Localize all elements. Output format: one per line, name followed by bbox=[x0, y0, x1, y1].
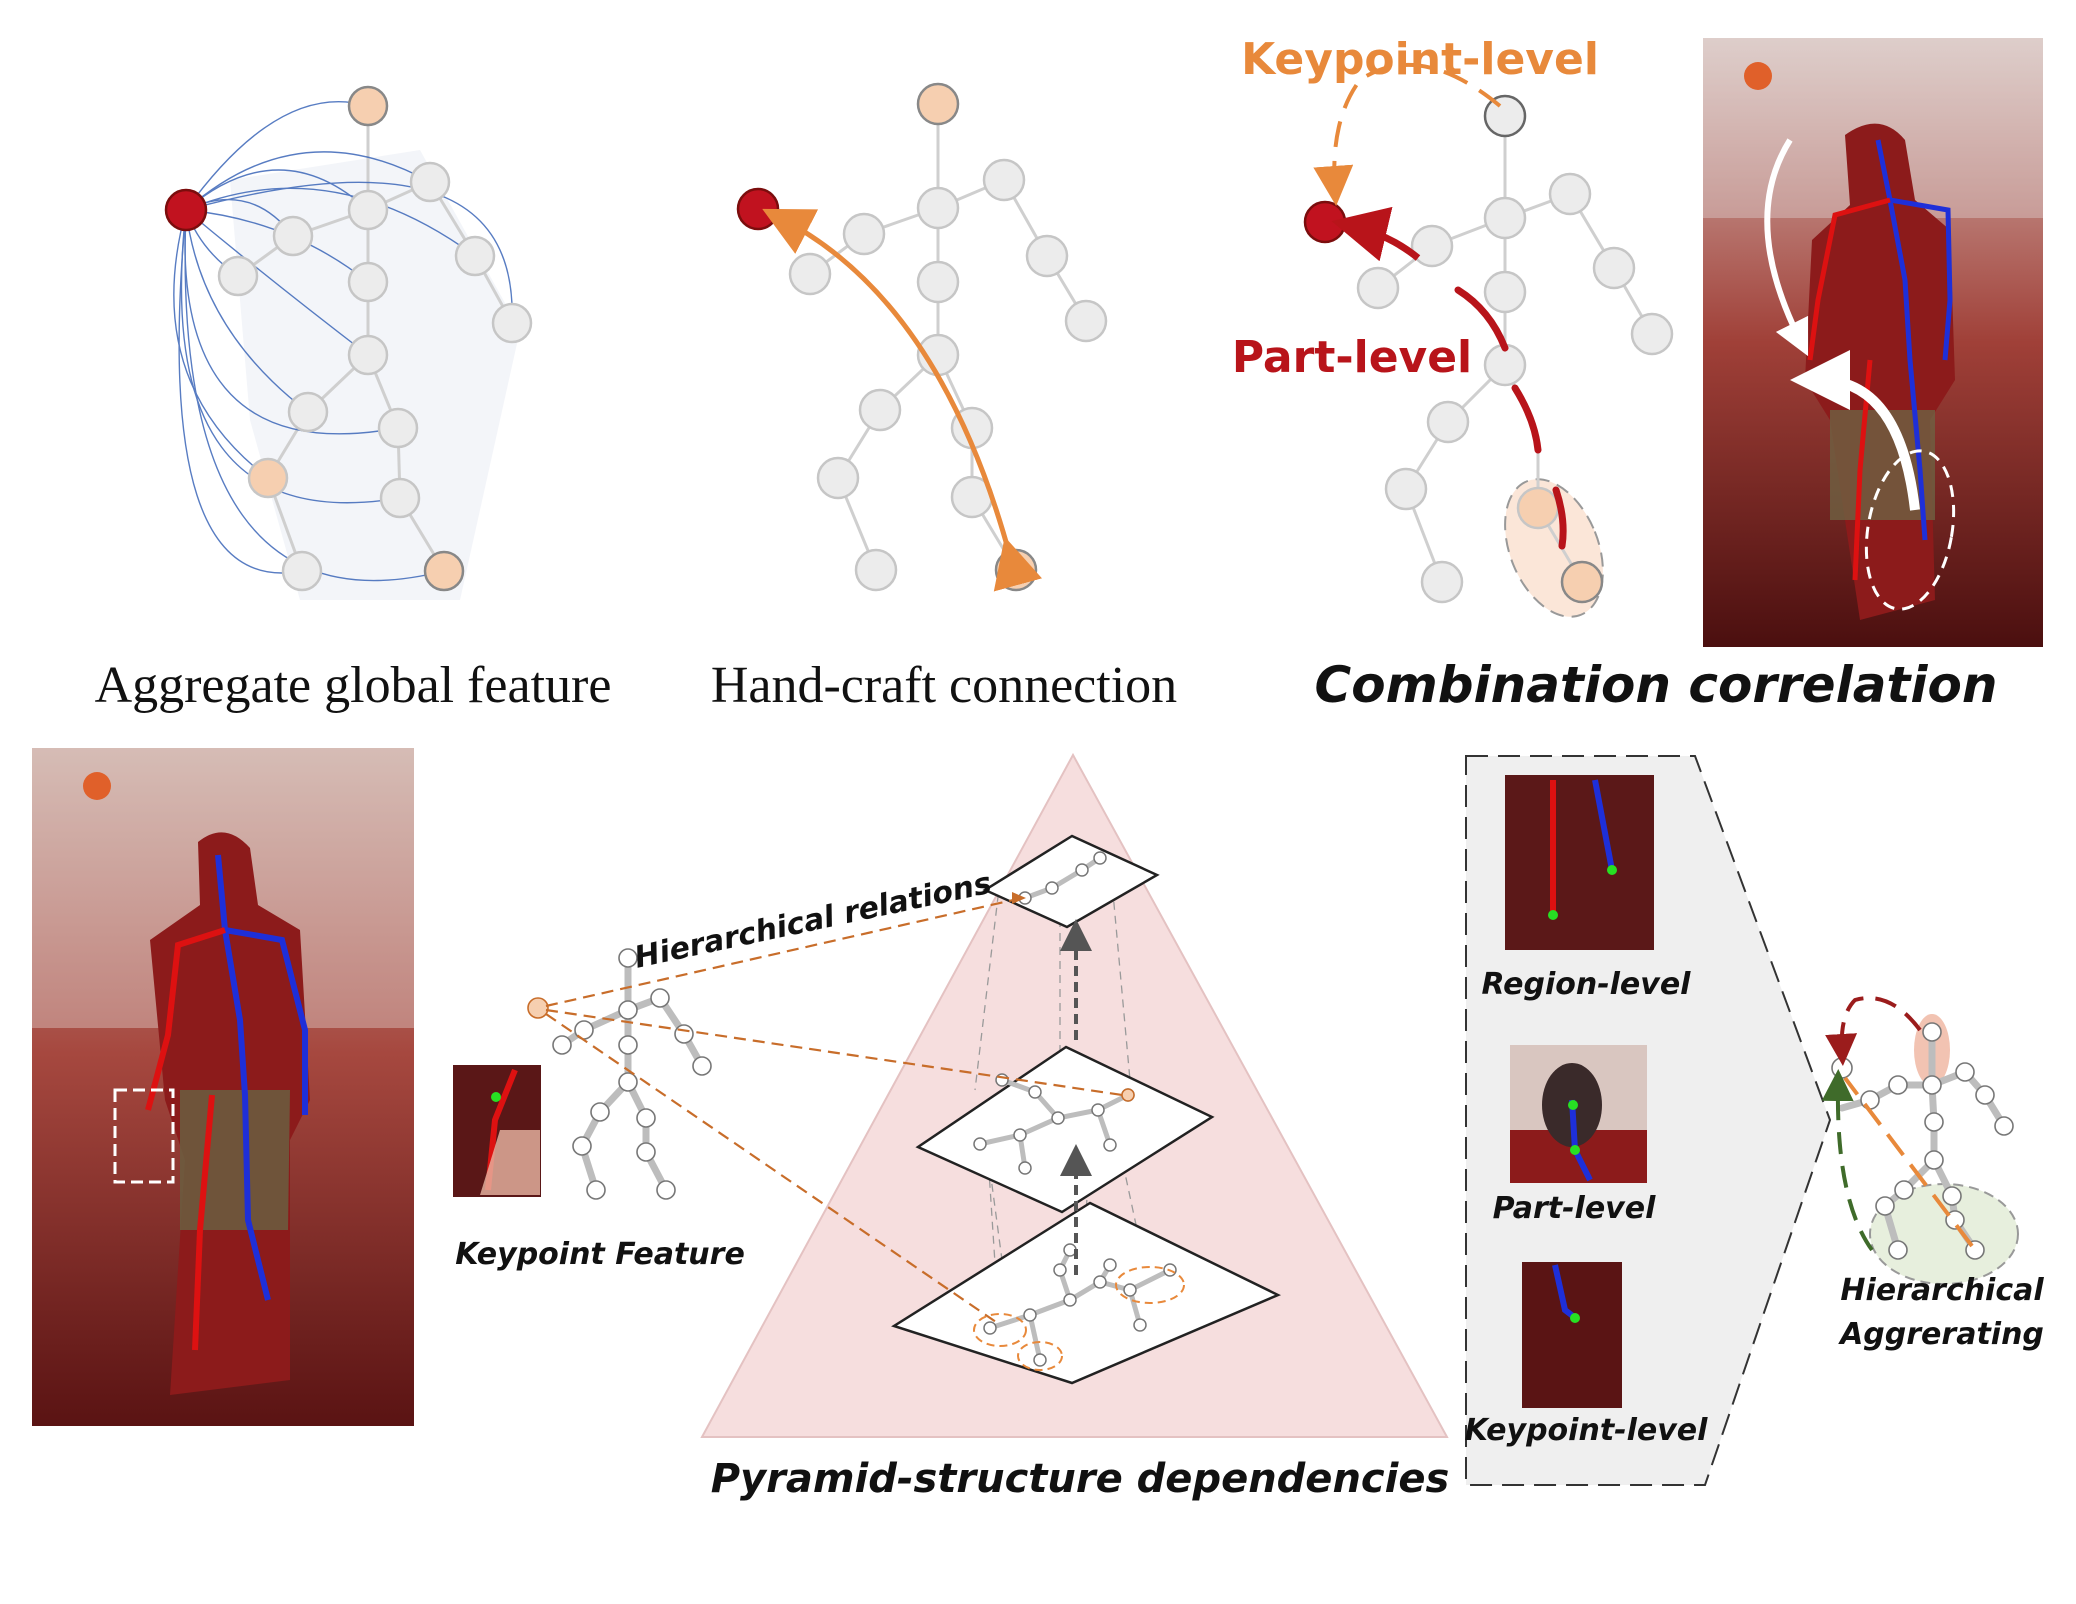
keypoint-arc bbox=[1313, 62, 1502, 206]
joint bbox=[788, 252, 832, 296]
joint bbox=[1384, 467, 1428, 511]
caption-keypoint-feature: Keypoint Feature bbox=[455, 1237, 745, 1272]
layer-middle bbox=[915, 1045, 1215, 1214]
joint bbox=[1426, 400, 1470, 444]
panel-aggregating: Hierarchical Aggrerating bbox=[1821, 996, 2044, 1352]
joint bbox=[281, 550, 323, 592]
caption-combination: Combination correlation bbox=[1315, 656, 1998, 714]
panel-aggregate: Aggregate global feature bbox=[95, 85, 612, 714]
small-joints bbox=[527, 948, 712, 1200]
joint bbox=[1483, 270, 1527, 314]
joint bbox=[217, 255, 259, 297]
relation-arrowhead bbox=[1012, 892, 1026, 904]
label-aggregating-2: Aggrerating bbox=[1838, 1317, 2044, 1352]
joint-head bbox=[1483, 94, 1527, 138]
joint bbox=[377, 407, 419, 449]
joint bbox=[916, 186, 960, 230]
agg-green-arc bbox=[1821, 1069, 1874, 1252]
relation-lines bbox=[545, 896, 1123, 1323]
target-joint bbox=[164, 188, 208, 232]
panel-levels: Region-level Part-level Keypoint-level bbox=[1465, 755, 1832, 1486]
joint bbox=[854, 548, 898, 592]
joint bbox=[1025, 234, 1069, 278]
photo-person-bottom bbox=[32, 748, 414, 1426]
label-keypoint-level-crop: Keypoint-level bbox=[1465, 1413, 1709, 1448]
layer-top-nodes bbox=[1018, 851, 1107, 905]
joint bbox=[272, 215, 314, 257]
joint bbox=[858, 388, 902, 432]
target-joint bbox=[1303, 200, 1347, 244]
joint bbox=[1420, 560, 1464, 604]
layer-top-graph bbox=[1024, 855, 1102, 901]
label-keypoint-level: Keypoint-level bbox=[1241, 34, 1599, 85]
photo-person-top bbox=[1703, 38, 2043, 647]
panel-combination: Keypoint-level Part-level Combination co… bbox=[1232, 34, 2043, 714]
region-crop bbox=[1505, 775, 1654, 950]
crop-box bbox=[113, 1088, 175, 1184]
label-part-level-crop: Part-level bbox=[1493, 1191, 1656, 1226]
agg-red-arc bbox=[1825, 996, 1922, 1066]
joint-peach bbox=[423, 550, 465, 592]
joint bbox=[1630, 312, 1674, 356]
joint bbox=[409, 161, 451, 203]
keypoint-crop-level bbox=[1522, 1262, 1622, 1408]
joint bbox=[1064, 299, 1108, 343]
part-chain bbox=[1454, 286, 1567, 550]
label-region-level: Region-level bbox=[1482, 967, 1692, 1002]
layer-bottom-groups bbox=[973, 1266, 1185, 1371]
joint-peach bbox=[994, 548, 1038, 592]
joint bbox=[1592, 246, 1636, 290]
panel-handcraft: Hand-craft connection bbox=[711, 82, 1177, 714]
joint bbox=[916, 260, 960, 304]
joint-peach bbox=[1516, 486, 1560, 530]
joint bbox=[842, 212, 886, 256]
joint-peach bbox=[1560, 560, 1604, 604]
joint bbox=[982, 158, 1026, 202]
label-hierarchical-relations: Hierarchical relations bbox=[631, 866, 994, 976]
panel-keypoint-feature: Keypoint Feature bbox=[453, 948, 745, 1272]
caption-handcraft: Hand-craft connection bbox=[711, 657, 1177, 714]
target-joint bbox=[736, 187, 780, 231]
joint bbox=[816, 456, 860, 500]
skeleton-joints bbox=[1303, 94, 1674, 604]
joint bbox=[491, 302, 533, 344]
joint bbox=[287, 391, 329, 433]
panel-pyramid: Hierarchical relations Pyramid-structure… bbox=[545, 752, 1450, 1502]
joint bbox=[454, 235, 496, 277]
keypoint-crop bbox=[453, 1065, 541, 1197]
skeleton-joints bbox=[736, 82, 1108, 592]
part-crop bbox=[1510, 1045, 1647, 1183]
agg-orange-line bbox=[1843, 1076, 1974, 1248]
joint bbox=[379, 477, 421, 519]
joint bbox=[1356, 266, 1400, 310]
agg-target bbox=[1831, 1057, 1853, 1079]
skeleton-joints bbox=[164, 85, 533, 592]
global-links bbox=[173, 101, 513, 582]
label-aggregating-1: Hierarchical bbox=[1840, 1273, 2044, 1308]
caption-pyramid: Pyramid-structure dependencies bbox=[711, 1456, 1450, 1502]
joint bbox=[1483, 196, 1527, 240]
joint-peach bbox=[247, 457, 289, 499]
joint bbox=[347, 261, 389, 303]
joint bbox=[347, 334, 389, 376]
layer-bottom-nodes bbox=[983, 1243, 1177, 1367]
handcraft-arrow bbox=[762, 208, 1043, 592]
joint-head bbox=[916, 82, 960, 126]
label-part-level: Part-level bbox=[1232, 332, 1472, 383]
layer-middle-nodes bbox=[973, 1073, 1135, 1175]
joint bbox=[1548, 172, 1592, 216]
joint bbox=[347, 189, 389, 231]
joint bbox=[1410, 224, 1454, 268]
joint-head bbox=[347, 85, 389, 127]
caption-aggregate: Aggregate global feature bbox=[95, 657, 612, 714]
part-arrow bbox=[1331, 206, 1421, 262]
keypoint-node bbox=[527, 997, 549, 1019]
